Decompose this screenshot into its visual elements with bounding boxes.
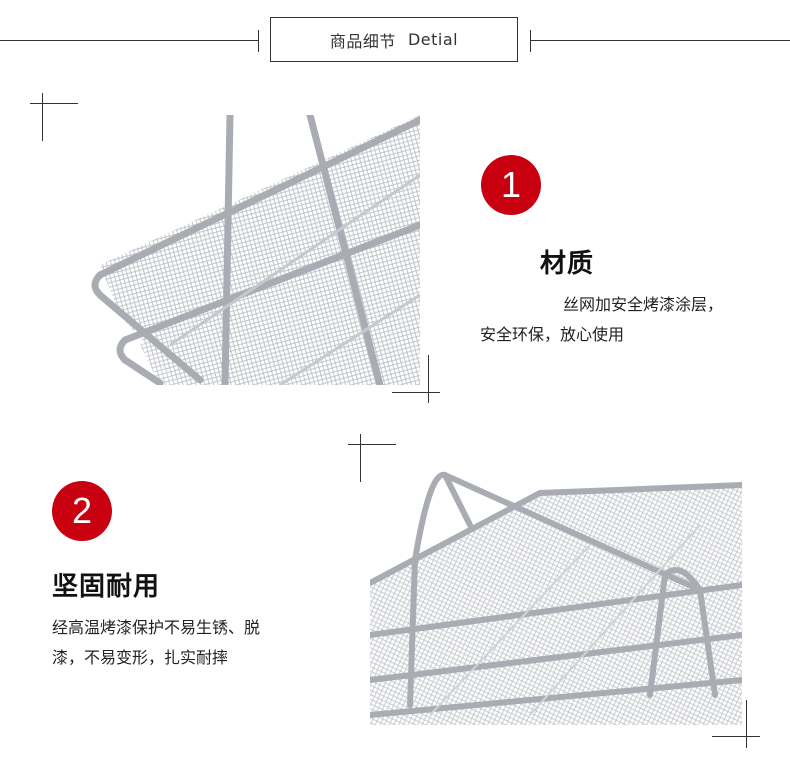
crosshair-mark <box>392 392 440 393</box>
section-title-1: 材质 <box>540 249 595 279</box>
crosshair-mark <box>360 434 361 482</box>
product-photo-mesh-corner <box>80 115 420 385</box>
section-number-badge-2: 2 <box>52 481 112 541</box>
crosshair-mark <box>712 736 760 737</box>
section-number-badge-1: 1 <box>481 155 541 215</box>
crosshair-mark <box>348 444 396 445</box>
crosshair-mark <box>428 355 429 403</box>
header-tick-left <box>258 30 259 52</box>
section-header: 商品细节 Detial <box>270 17 518 62</box>
product-photo-stacked-trays <box>370 465 742 725</box>
header-rule-right <box>530 40 790 41</box>
section-desc-2-line1: 经高温烤漆保护不易生锈、脱 <box>52 618 261 637</box>
section-desc-1-line1: 丝网加安全烤漆涂层， <box>563 295 724 314</box>
header-title-en: Detial <box>407 30 459 49</box>
section-desc-2-line2: 漆，不易变形，扎实耐摔 <box>52 648 229 667</box>
header-tick-right <box>530 30 531 52</box>
header-rule-left <box>0 40 258 41</box>
section-title-2: 坚固耐用 <box>52 572 161 602</box>
crosshair-mark <box>42 93 43 141</box>
crosshair-mark <box>30 103 78 104</box>
section-desc-1-line2: 安全环保，放心使用 <box>480 325 625 344</box>
crosshair-mark <box>746 700 747 748</box>
header-title-cn: 商品细节 <box>329 31 396 51</box>
